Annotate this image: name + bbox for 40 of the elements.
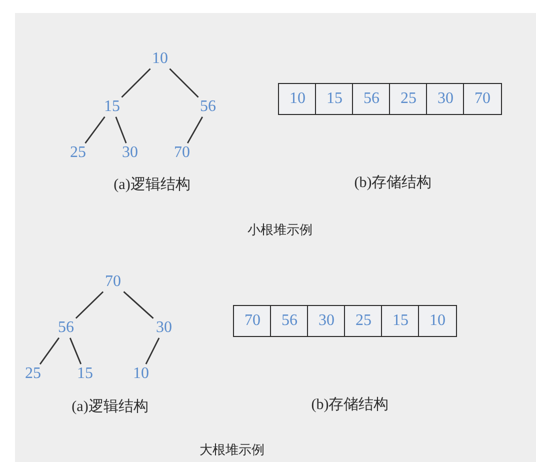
node-value-label: 30 <box>118 144 142 162</box>
array-cell: 15 <box>315 83 354 115</box>
figure-title: 小根堆示例 <box>248 222 312 238</box>
caption: (a)逻辑结构 <box>114 176 190 194</box>
array-cell: 25 <box>389 83 428 115</box>
node-value-label: 10 <box>129 365 153 383</box>
caption: (b)存储结构 <box>354 174 432 192</box>
node-value-label: 56 <box>54 319 78 337</box>
tree-edge <box>69 338 82 364</box>
node-value-label: 15 <box>100 98 124 116</box>
caption: (a)逻辑结构 <box>72 398 148 416</box>
node-value-label: 10 <box>148 50 172 68</box>
tree-edge <box>123 291 154 319</box>
array-cell: 70 <box>463 83 502 115</box>
array-cell: 56 <box>352 83 391 115</box>
array-cell: 30 <box>426 83 465 115</box>
tree-edge <box>121 68 151 98</box>
array-cell: 25 <box>344 305 383 337</box>
array-cell: 56 <box>270 305 309 337</box>
node-value-label: 15 <box>73 365 97 383</box>
array-cell: 30 <box>307 305 346 337</box>
tree-edge <box>39 337 60 365</box>
tree-edge <box>75 291 104 319</box>
array-cell: 15 <box>381 305 420 337</box>
tree-edge <box>145 338 160 364</box>
node-value-label: 30 <box>152 319 176 337</box>
node-value-label: 25 <box>66 144 90 162</box>
node-value-label: 56 <box>196 98 220 116</box>
node-value-label: 70 <box>170 144 194 162</box>
node-value-label: 25 <box>21 365 45 383</box>
array-cell: 70 <box>233 305 272 337</box>
array-cell: 10 <box>278 83 317 115</box>
tree-edge <box>115 116 127 144</box>
tree-edge <box>84 116 106 144</box>
figure-title: 大根堆示例 <box>200 442 264 458</box>
tree-edge <box>169 68 199 98</box>
array-cell: 10 <box>418 305 457 337</box>
node-value-label: 70 <box>101 273 125 291</box>
tree-edge <box>186 116 204 144</box>
caption: (b)存储结构 <box>311 396 389 414</box>
